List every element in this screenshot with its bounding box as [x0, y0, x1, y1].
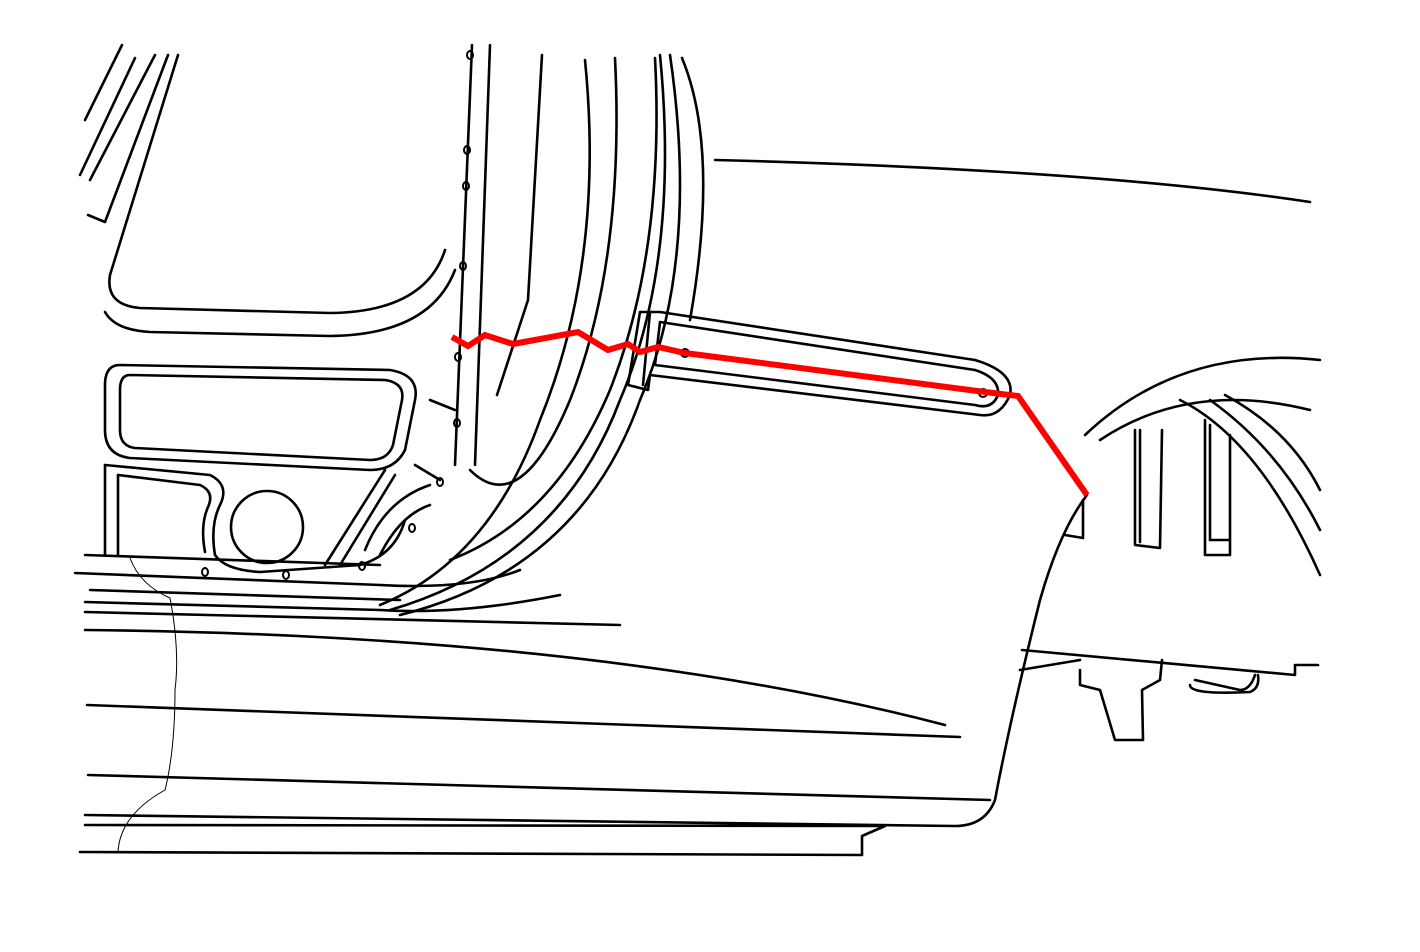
- pillar-holes: [201, 50, 988, 580]
- b-pillar: [378, 43, 705, 617]
- body-top-line: [713, 158, 1312, 204]
- lower-inner-panel: [103, 363, 457, 574]
- sill-lines: [73, 553, 947, 727]
- bracket: [626, 310, 1012, 417]
- window-frame-lines: [78, 43, 457, 338]
- wheel-arch: [1018, 356, 1322, 742]
- cut-line: [450, 328, 1090, 497]
- rocker-lines: [78, 493, 1089, 857]
